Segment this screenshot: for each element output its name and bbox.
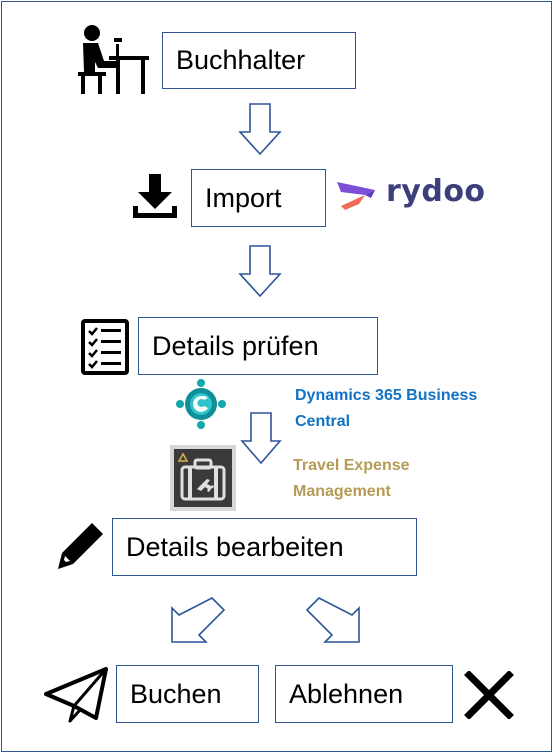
step-accountant: Buchhalter [162,32,356,89]
step-check-details: Details prüfen [138,317,378,375]
checklist-icon [81,319,129,375]
x-mark-icon [464,671,514,719]
arrow-down-2 [238,245,282,297]
rydoo-logo-icon [337,182,375,210]
travel-expense-logo-icon [170,445,236,511]
business-central-label: Dynamics 365 Business Central [295,387,478,430]
arrow-down-left [171,597,226,643]
arrow-down-right [305,597,360,643]
arrow-down-3 [240,412,282,464]
paper-plane-icon [44,667,108,723]
person-at-desk-icon [78,25,149,94]
travel-expense-label: Travel Expense Management [293,457,410,500]
step-import: Import [191,169,326,227]
business-central-logo-icon [176,379,226,429]
step-post: Buchen [116,665,259,723]
rydoo-logo-text: rydoo [386,174,486,209]
download-icon [133,174,177,218]
pencil-icon [58,523,103,569]
arrow-down-1 [238,103,282,155]
step-edit-details: Details bearbeiten [112,518,417,576]
step-reject: Ablehnen [275,665,453,723]
